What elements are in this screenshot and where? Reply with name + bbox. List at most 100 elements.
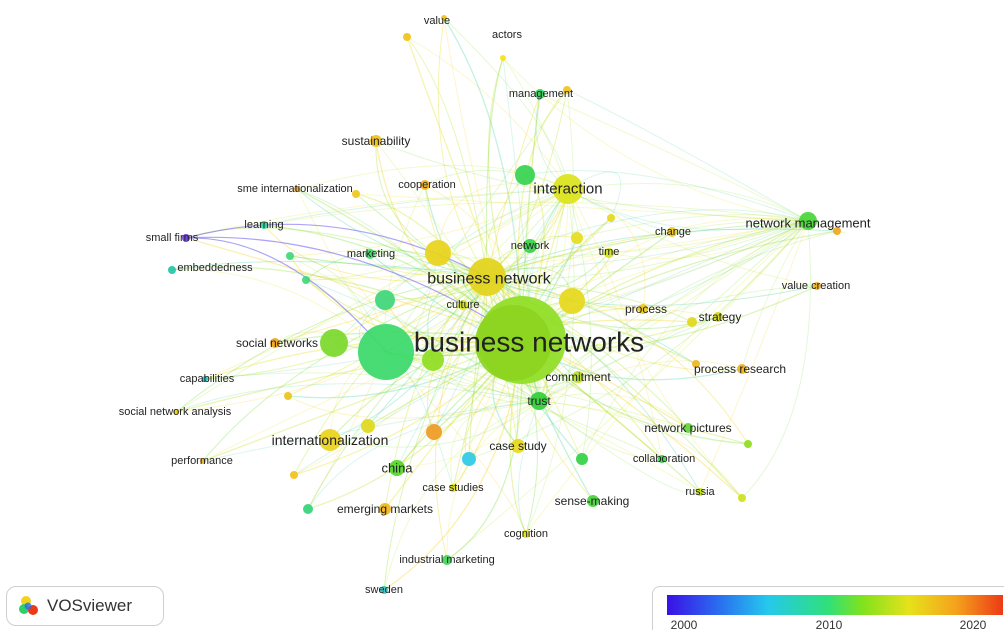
node-interaction[interactable] [553, 174, 583, 204]
node-cognition[interactable] [522, 530, 530, 538]
node-commitment[interactable] [572, 371, 584, 383]
node-network[interactable] [523, 239, 537, 253]
node-socialnetworks[interactable] [270, 338, 280, 348]
link-line [296, 165, 569, 190]
node-bignode3[interactable] [475, 305, 551, 381]
label-cooperation: cooperation [398, 179, 456, 191]
node-performance[interactable] [200, 458, 206, 464]
label-network: network [511, 240, 550, 252]
node-circle[interactable] [375, 290, 395, 310]
node-embeddedness[interactable] [168, 266, 176, 274]
label-sweden: sweden [365, 584, 403, 596]
node-circle[interactable] [361, 419, 375, 433]
node-trust[interactable] [530, 392, 548, 410]
node-circle[interactable] [571, 232, 583, 244]
node-bignode2[interactable] [358, 324, 414, 380]
link-line [171, 266, 523, 341]
node-circle[interactable] [284, 392, 292, 400]
node-circle[interactable] [692, 360, 700, 368]
link-line [567, 188, 592, 460]
link-line [486, 220, 809, 280]
label-learning: learning [244, 219, 283, 231]
link-line [581, 220, 809, 460]
label-networkpictures: network pictures [644, 421, 731, 435]
node-circle[interactable] [515, 165, 535, 185]
node-value[interactable] [403, 33, 411, 41]
link-line [385, 351, 527, 535]
node-actors[interactable] [500, 55, 506, 61]
year-color-legend: 2000 2010 2020 [652, 586, 1004, 632]
node-collaboration[interactable] [658, 455, 666, 463]
node-networkpictures[interactable] [683, 423, 693, 433]
legend-color-bar [667, 595, 1003, 615]
node-strategy[interactable] [713, 312, 723, 322]
label-trust: trust [527, 394, 551, 408]
vosviewer-logo[interactable]: VOSviewer [6, 586, 164, 626]
node-casestudy[interactable] [511, 439, 525, 453]
node-circle[interactable] [303, 504, 313, 514]
link-line [433, 220, 809, 433]
node-casestudies[interactable] [449, 484, 457, 492]
label-management: management [509, 88, 573, 100]
node-circle[interactable] [426, 424, 442, 440]
node-circle[interactable] [576, 453, 588, 465]
node-circle[interactable] [290, 471, 298, 479]
label-businessnetworks: business networks [414, 327, 644, 358]
node-culture[interactable] [458, 300, 468, 310]
node-industrialmarketing[interactable] [442, 555, 452, 565]
node-circle[interactable] [607, 214, 615, 222]
label-processresearch: process research [694, 362, 786, 376]
node-businessnetwork[interactable] [468, 258, 506, 296]
node-emergingmarkets[interactable] [379, 503, 391, 515]
node-processresearch[interactable] [737, 364, 747, 374]
node-cooperation[interactable] [420, 180, 430, 190]
node-marketing[interactable] [365, 249, 375, 259]
node-time[interactable] [604, 248, 614, 258]
node-circle[interactable] [687, 317, 697, 327]
node-circle[interactable] [286, 252, 294, 260]
link-line [385, 89, 568, 353]
node-circle[interactable] [425, 240, 451, 266]
label-valuecreation: value creation [782, 280, 851, 292]
node-circle[interactable] [833, 227, 841, 235]
node-netmgmt[interactable] [799, 212, 817, 230]
link-line [289, 255, 540, 402]
node-change[interactable] [667, 227, 677, 237]
node-capabilities[interactable] [202, 376, 208, 382]
link-line [538, 285, 818, 402]
node-circle[interactable] [462, 452, 476, 466]
vosviewer-logo-text: VOSviewer [47, 596, 133, 615]
label-collaboration: collaboration [633, 453, 695, 465]
link-line [375, 140, 488, 278]
link-line [518, 400, 540, 535]
node-management[interactable] [535, 89, 545, 99]
label-sna: social network analysis [119, 406, 232, 418]
node-circle[interactable] [563, 86, 571, 94]
node-circle[interactable] [441, 15, 447, 21]
node-sna[interactable] [173, 409, 179, 415]
link-line [538, 400, 701, 494]
node-valuecreation[interactable] [813, 282, 821, 290]
label-strategy: strategy [699, 310, 742, 324]
label-value: value [424, 15, 450, 27]
node-circle[interactable] [422, 349, 444, 371]
node-sensemaking[interactable] [587, 495, 599, 507]
node-circle[interactable] [352, 190, 360, 198]
node-china[interactable] [389, 460, 405, 476]
node-learning[interactable] [260, 221, 268, 229]
link-line [486, 276, 594, 502]
link-line [486, 220, 809, 278]
node-sweden[interactable] [380, 586, 388, 594]
node-smallfirms[interactable] [182, 234, 190, 242]
node-circle[interactable] [559, 288, 585, 314]
node-process[interactable] [638, 304, 648, 314]
node-circle[interactable] [320, 329, 348, 357]
node-sme[interactable] [294, 186, 300, 192]
node-internationalization[interactable] [319, 429, 341, 451]
node-russia[interactable] [696, 488, 704, 496]
node-sustainability[interactable] [370, 135, 382, 147]
node-circle[interactable] [744, 440, 752, 448]
node-circle[interactable] [302, 276, 310, 284]
node-circle[interactable] [738, 494, 746, 502]
